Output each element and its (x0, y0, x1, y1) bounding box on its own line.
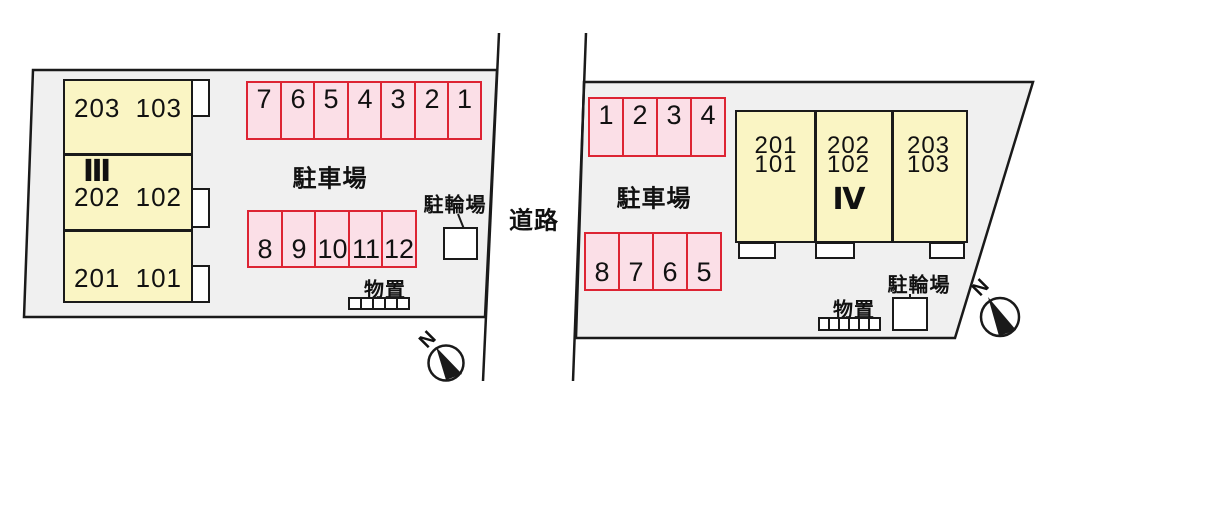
entrance-porch (815, 242, 855, 259)
unit-label: 202 102 (74, 182, 182, 212)
unit-label-line: 102 (826, 151, 871, 178)
bicycle-parking-box (892, 297, 928, 331)
parking-stall: 6 (280, 81, 316, 140)
bicycle-parking-box (443, 227, 478, 260)
storage-label: 物置 (833, 299, 875, 322)
unit-label: 203 103 (74, 93, 182, 123)
storage-label: 物置 (364, 279, 406, 302)
unit-label: 201 101 (737, 132, 815, 178)
entrance-porch (191, 79, 210, 117)
parking-stall: 2 (414, 81, 450, 140)
unit-label-line: 203 (906, 132, 951, 159)
building-name: Ⅲ (82, 154, 112, 189)
unit-label-line: 201 (754, 132, 798, 159)
parking-stall: 11 (348, 210, 384, 268)
unit-divider (891, 112, 894, 241)
storage-boxes (348, 297, 410, 310)
parking-stall: 2 (622, 97, 658, 157)
floor-divider (65, 153, 191, 156)
floor-divider (65, 229, 191, 232)
parking-stall: 4 (690, 97, 726, 157)
unit-label-line: 101 (754, 151, 798, 178)
parking-lot-label: 駐車場 (292, 165, 368, 193)
parking-stall: 9 (281, 210, 317, 268)
building-3 (63, 79, 193, 303)
compass-needle (988, 297, 1016, 336)
parking-stall: 3 (656, 97, 692, 157)
road-label: 道路 (509, 207, 559, 235)
parking-stall: 5 (686, 232, 722, 291)
unit-label-line: 103 (906, 151, 951, 178)
entrance-porch (738, 242, 776, 259)
entrance-porch (191, 188, 210, 228)
compass-needle (436, 347, 462, 380)
parking-stall: 7 (246, 81, 282, 140)
parking-stall: 4 (347, 81, 383, 140)
unit-label: 202 102 (811, 132, 886, 178)
parking-stall: 12 (381, 210, 417, 268)
parking-stall: 3 (380, 81, 416, 140)
road-edge-right (571, 32, 588, 382)
bicycle-label-pointer (457, 213, 465, 230)
storage-boxes (818, 317, 881, 331)
parking-lot-label: 駐車場 (616, 185, 692, 213)
parking-stall: 8 (247, 210, 283, 268)
storage-box-cell (868, 317, 881, 331)
entrance-porch (929, 242, 965, 259)
parking-stall: 8 (584, 232, 620, 291)
road-edge-left (481, 32, 501, 382)
building-4 (735, 110, 968, 243)
entrance-porch (191, 265, 210, 303)
parking-stall: 5 (313, 81, 349, 140)
parking-stall: 1 (588, 97, 624, 157)
unit-divider (814, 112, 817, 241)
parking-stall: 1 (447, 81, 482, 140)
building-name: Ⅳ (832, 182, 866, 217)
bicycle-parking-label: 駐輪場 (887, 274, 951, 297)
bicycle-parking-label: 駐輪場 (423, 194, 487, 217)
compass: N (415, 327, 465, 382)
compass: N (968, 275, 1021, 338)
unit-label-line: 202 (826, 132, 871, 159)
parking-stall: 7 (618, 232, 654, 291)
storage-box-cell (396, 297, 410, 310)
parking-stall: 10 (314, 210, 351, 268)
unit-label: 201 101 (74, 263, 182, 293)
parking-stall: 6 (652, 232, 688, 291)
unit-label: 203 103 (891, 132, 966, 178)
